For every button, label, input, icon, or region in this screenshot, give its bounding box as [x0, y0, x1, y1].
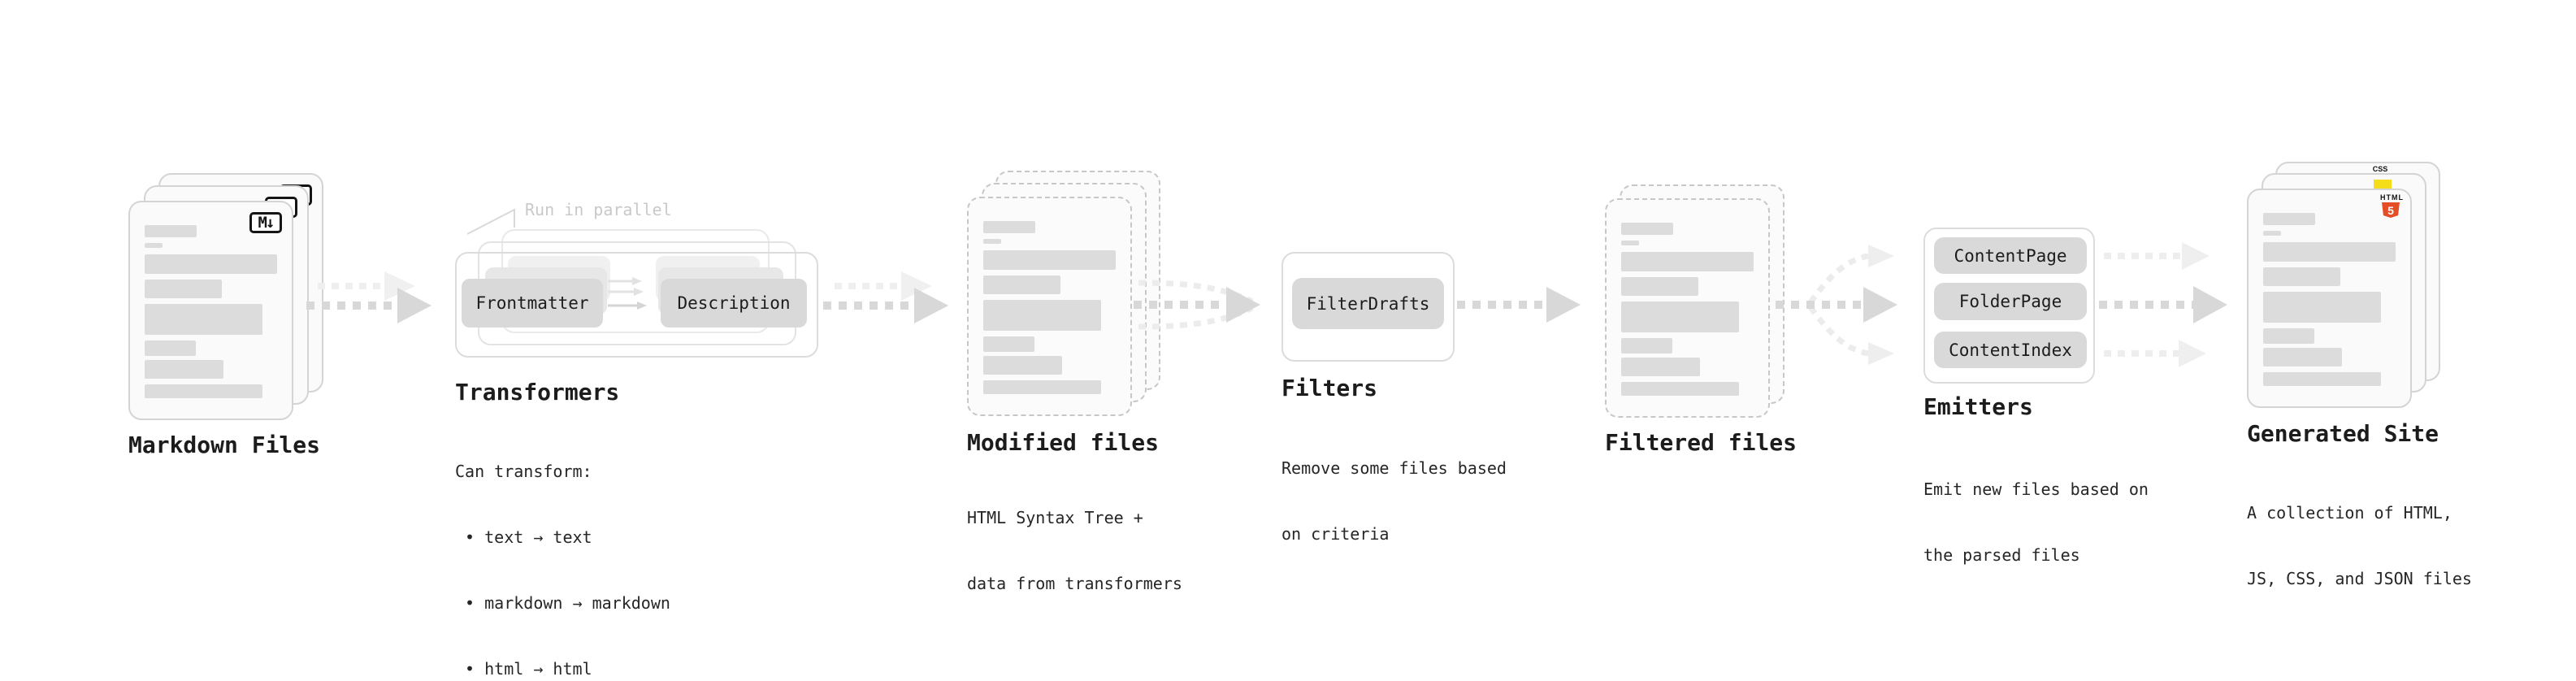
skeleton-text-bar [983, 250, 1116, 270]
description-line: • markdown → markdown [455, 593, 670, 613]
emitter-box-label: ContentPage [1954, 245, 2067, 266]
description-line: • text → text [455, 527, 592, 547]
emitter-box-contentindex: ContentIndex [1934, 332, 2087, 368]
parallel-mini-arrows [608, 277, 647, 310]
file-card [967, 197, 1132, 416]
skeleton-text-bar [1621, 223, 1673, 235]
skeleton-text-bar [2263, 348, 2342, 367]
emitter-box-folderpage: FolderPage [1934, 283, 2087, 320]
skeleton-text-bar [983, 336, 1034, 352]
stage-description: Remove some files based on criteria [1281, 414, 1507, 589]
stage-title: Emitters [1923, 393, 2033, 420]
stage-description: Can transform: • text → text • markdown … [455, 417, 670, 681]
skeleton-text-bar [145, 340, 196, 356]
description-line: data from transformers [967, 574, 1182, 593]
skeleton-text-bar [145, 243, 163, 248]
emitter-box-label: ContentIndex [1949, 340, 2072, 360]
transformer-box-label: Description [677, 293, 791, 313]
html5-icon-digit: 5 [2387, 203, 2394, 217]
skeleton-text-bar [983, 221, 1035, 233]
transformers-container [455, 252, 818, 358]
skeleton-text-bar [983, 239, 1001, 244]
file-card: HTML 5 [2247, 189, 2412, 408]
stage-title: Modified files [967, 429, 1160, 456]
stage-description: Emit new files based on the parsed files [1923, 435, 2149, 610]
stage-description: A collection of HTML, JS, CSS, and JSON … [2247, 458, 2472, 634]
skeleton-text-bar [2263, 267, 2340, 286]
skeleton-text-bar [2263, 328, 2314, 344]
description-line: Emit new files based on [1923, 479, 2149, 499]
file-card: M↓ [128, 201, 293, 420]
skeleton-text-bar [1621, 301, 1739, 332]
emitter-box-contentpage: ContentPage [1934, 237, 2087, 274]
skeleton-text-bar [1621, 277, 1698, 296]
css-icon-label: CSS [2372, 165, 2388, 173]
flow-arrow [823, 271, 948, 323]
skeleton-text-bar [1621, 252, 1754, 271]
filter-box-filterdrafts: FilterDrafts [1292, 278, 1444, 329]
flow-arrows-parallel [2099, 242, 2227, 367]
stage-title: Transformers [455, 379, 620, 406]
file-card [1605, 198, 1770, 418]
skeleton-text-bar [2263, 231, 2281, 236]
filter-box-label: FilterDrafts [1306, 293, 1430, 314]
skeleton-text-bar [983, 300, 1101, 331]
stage-title: Filters [1281, 375, 1378, 401]
description-line: A collection of HTML, [2247, 503, 2452, 523]
skeleton-text-bar [1621, 338, 1672, 354]
skeleton-text-bar [145, 304, 262, 335]
stage-title: Filtered files [1605, 429, 1798, 456]
transformer-box-label: Frontmatter [475, 293, 589, 313]
skeleton-text-bar [2263, 213, 2315, 225]
markdown-icon: M↓ [249, 212, 282, 233]
description-line: JS, CSS, and JSON files [2247, 569, 2472, 588]
html5-icon-label: HTML [2380, 193, 2404, 202]
flow-arrow-merge [1134, 280, 1260, 330]
emitter-box-label: FolderPage [1958, 292, 2062, 311]
skeleton-text-bar [145, 384, 262, 398]
transformer-box-description: Description [661, 279, 807, 327]
skeleton-text-bar [145, 254, 277, 274]
flow-arrow-split [1776, 245, 1897, 365]
parallel-annotation: Run in parallel [525, 200, 672, 219]
skeleton-text-bar [1621, 358, 1700, 376]
stage-title: Generated Site [2247, 420, 2439, 447]
markdown-icon-label: M↓ [258, 214, 275, 232]
flow-arrow [1457, 287, 1581, 323]
description-line: on criteria [1281, 524, 1390, 544]
html5-icon: HTML 5 [2380, 193, 2404, 218]
skeleton-text-bar [2263, 242, 2396, 262]
flow-arrow [306, 271, 432, 323]
description-line: Remove some files based [1281, 458, 1507, 478]
description-line: HTML Syntax Tree + [967, 508, 1143, 527]
html5-icon-shield: 5 [2382, 202, 2400, 218]
description-line: Can transform: [455, 462, 592, 481]
description-line: • html → html [455, 659, 592, 679]
skeleton-text-bar [2263, 372, 2381, 386]
skeleton-text-bar [983, 380, 1101, 394]
transformer-box-frontmatter: Frontmatter [462, 279, 603, 327]
skeleton-text-bar [1621, 241, 1639, 245]
callout-line [467, 208, 515, 235]
skeleton-text-bar [983, 356, 1062, 375]
description-line: the parsed files [1923, 545, 2080, 565]
stage-description: HTML Syntax Tree + data from transformer… [967, 463, 1182, 639]
skeleton-text-bar [145, 225, 197, 237]
skeleton-text-bar [2263, 292, 2381, 323]
skeleton-text-bar [145, 280, 222, 298]
skeleton-text-bar [145, 360, 223, 379]
stage-title: Markdown Files [128, 432, 321, 458]
skeleton-text-bar [1621, 382, 1739, 396]
skeleton-text-bar [983, 275, 1060, 294]
